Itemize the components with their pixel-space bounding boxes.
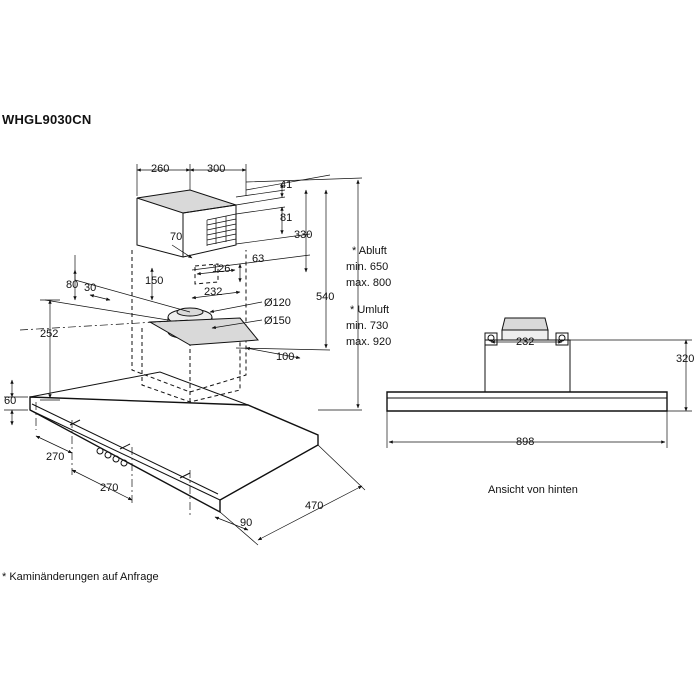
dim-232: 232 xyxy=(204,286,222,298)
rear-view: 232 320 898 Ansicht von hinten xyxy=(386,317,694,496)
upper-chimney xyxy=(136,198,184,258)
isometric-view: 260 300 41 81 330 70 63 126 150 232 80 3… xyxy=(4,163,391,546)
umluft-label: * Umluft xyxy=(350,304,389,316)
model-title: WHGL9030CN xyxy=(2,112,92,127)
dim-270-a: 270 xyxy=(46,451,64,463)
glass-canopy xyxy=(148,317,259,346)
rear-collar xyxy=(501,317,549,331)
vent-grille xyxy=(206,213,237,246)
umluft-max: max. 920 xyxy=(346,336,391,348)
dim-270-b: 270 xyxy=(100,482,118,494)
dim-41: 41 xyxy=(280,179,292,191)
upper-chimney-top xyxy=(136,189,237,214)
rear-view-caption: Ansicht von hinten xyxy=(488,484,578,496)
dim-150: 150 xyxy=(145,275,163,287)
rear-dim-898: 898 xyxy=(516,436,534,448)
wall-bracket xyxy=(194,263,219,285)
dim-540: 540 xyxy=(316,291,334,303)
rear-dim-320: 320 xyxy=(676,353,694,365)
abluft-label: * Abluft xyxy=(352,245,387,257)
dim-300: 300 xyxy=(207,163,225,175)
umluft-min: min. 730 xyxy=(346,320,388,332)
dim-o150: Ø150 xyxy=(264,315,291,327)
dim-252: 252 xyxy=(40,328,58,340)
hood-body xyxy=(29,396,319,514)
dim-90: 90 xyxy=(240,517,252,529)
dim-330: 330 xyxy=(294,229,312,241)
rear-dim-232: 232 xyxy=(516,336,534,348)
dim-70: 70 xyxy=(170,231,182,243)
rear-hood-body xyxy=(386,391,668,412)
dim-470: 470 xyxy=(305,500,323,512)
footnote: * Kaminänderungen auf Anfrage xyxy=(2,571,159,583)
dim-80: 80 xyxy=(66,279,78,291)
dim-100: 100 xyxy=(276,351,294,363)
dim-126: 126 xyxy=(212,263,230,275)
dim-30: 30 xyxy=(84,282,96,294)
dim-63: 63 xyxy=(252,253,264,265)
control-panel xyxy=(96,447,128,467)
abluft-min: min. 650 xyxy=(346,261,388,273)
dim-81: 81 xyxy=(280,212,292,224)
dim-o120: Ø120 xyxy=(264,297,291,309)
abluft-max: max. 800 xyxy=(346,277,391,289)
dim-60: 60 xyxy=(4,395,16,407)
dim-260: 260 xyxy=(151,163,169,175)
